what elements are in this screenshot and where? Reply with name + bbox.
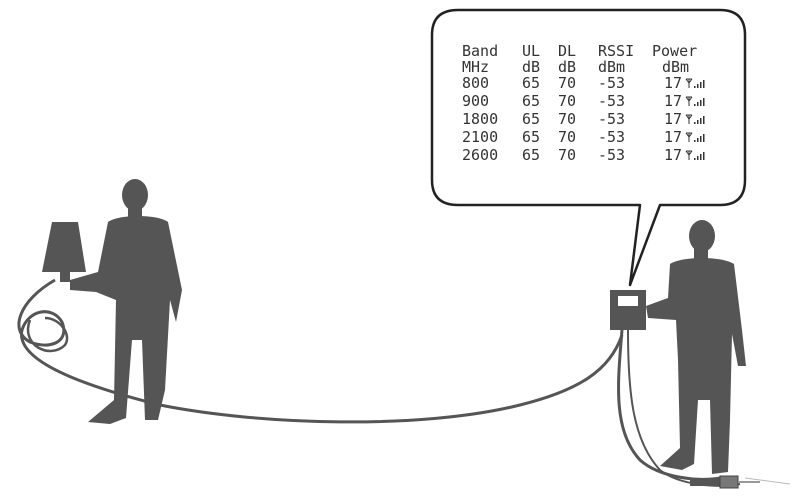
- row-ul: 65: [522, 110, 540, 128]
- row-power: 17: [664, 110, 682, 128]
- row-band: 1800: [462, 110, 498, 128]
- row-rssi: -53: [598, 74, 625, 92]
- row-dl: 70: [558, 110, 576, 128]
- row-power: 17: [664, 74, 682, 92]
- row-band: 900: [462, 92, 489, 110]
- antenna-signal-icon: [685, 132, 705, 142]
- antenna-signal-icon: [685, 96, 705, 106]
- readout-table: Band UL DL RSSI Power MHz dB dB dBm dBm …: [462, 42, 705, 164]
- row-rssi: -53: [598, 110, 625, 128]
- unit-ul: dB: [522, 58, 540, 76]
- row-power: 17: [664, 146, 682, 164]
- readout-speech-bubble: [430, 8, 747, 287]
- row-ul: 65: [522, 74, 540, 92]
- unit-dl: dB: [558, 58, 576, 76]
- header-rssi: RSSI: [598, 42, 634, 60]
- right-person-silhouette: [646, 220, 746, 474]
- panel-antenna-icon: [42, 222, 86, 282]
- row-ul: 65: [522, 146, 540, 164]
- row-dl: 70: [558, 146, 576, 164]
- row-rssi: -53: [598, 128, 625, 146]
- signal-meter-device: [610, 290, 646, 330]
- row-band: 800: [462, 74, 489, 92]
- header-dl: DL: [558, 42, 576, 60]
- row-power: 17: [664, 128, 682, 146]
- row-rssi: -53: [598, 92, 625, 110]
- cable-connector: [690, 475, 791, 489]
- row-band: 2600: [462, 146, 498, 164]
- left-person-silhouette: [70, 179, 182, 424]
- unit-rssi: dBm: [598, 58, 625, 76]
- row-rssi: -53: [598, 146, 625, 164]
- row-ul: 65: [522, 128, 540, 146]
- row-dl: 70: [558, 74, 576, 92]
- header-power: Power: [652, 42, 697, 60]
- row-ul: 65: [522, 92, 540, 110]
- antenna-signal-icon: [685, 150, 705, 160]
- header-ul: UL: [522, 42, 540, 60]
- antenna-signal-icon: [685, 114, 705, 124]
- row-dl: 70: [558, 92, 576, 110]
- row-band: 2100: [462, 128, 498, 146]
- unit-power: dBm: [662, 58, 689, 76]
- row-power: 17: [664, 92, 682, 110]
- header-band: Band: [462, 42, 498, 60]
- antenna-signal-icon: [685, 78, 705, 88]
- coax-cable: [17, 278, 624, 424]
- row-dl: 70: [558, 128, 576, 146]
- coax-cable-loop: [26, 316, 69, 353]
- unit-band: MHz: [462, 58, 489, 76]
